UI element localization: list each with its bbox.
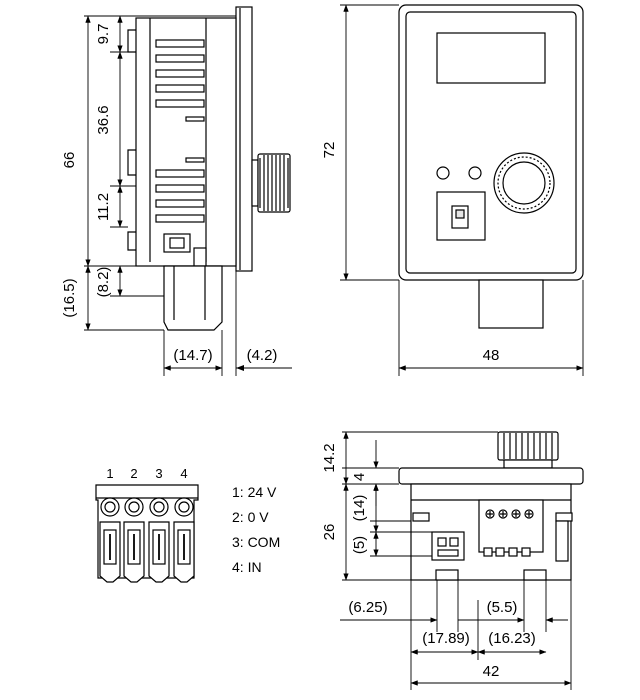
led-1 bbox=[436, 166, 450, 180]
terminal-number-2: 2 bbox=[130, 466, 137, 481]
bottom-terminal-housing bbox=[478, 499, 544, 553]
terminal-number-4: 4 bbox=[180, 466, 187, 481]
dim-8-2: (8.2) bbox=[95, 267, 112, 298]
dim-6-25: (6.25) bbox=[348, 599, 387, 616]
front-connector bbox=[478, 279, 544, 329]
dim-5: (5) bbox=[351, 536, 368, 554]
side-knob bbox=[251, 153, 291, 213]
dim-4-2: (4.2) bbox=[247, 347, 278, 364]
dim-66: 66 bbox=[61, 152, 78, 169]
bottom-knob bbox=[497, 431, 559, 469]
dim-14: (14) bbox=[351, 495, 368, 522]
front-view: 72 48 bbox=[321, 4, 584, 376]
front-knob bbox=[493, 152, 555, 214]
terminal-legend-3: 3: COM bbox=[232, 534, 280, 550]
dim-36-6: 36.6 bbox=[95, 105, 112, 134]
terminal-legend-2: 2: 0 V bbox=[232, 509, 269, 525]
dim-4: 4 bbox=[351, 473, 368, 481]
dim-16-5: (16.5) bbox=[61, 278, 78, 317]
dim-14-2: 14.2 bbox=[321, 443, 338, 472]
bottom-view: 14.2 4 (14) 26 (5) (6.25) (5.5) (17.89) … bbox=[321, 431, 584, 690]
dim-17-89: (17.89) bbox=[422, 630, 470, 647]
dim-16-23: (16.23) bbox=[488, 630, 536, 647]
dim-11-2: 11.2 bbox=[95, 193, 112, 221]
dim-42: 42 bbox=[483, 663, 500, 680]
side-vent-slots bbox=[155, 39, 205, 223]
terminal-legend-1: 1: 24 V bbox=[232, 484, 277, 500]
dim-14-7: (14.7) bbox=[173, 347, 212, 364]
dim-9-7: 9.7 bbox=[95, 24, 112, 45]
side-view: 9.7 36.6 11.2 66 (16.5) (8.2) (14.7) (4.… bbox=[61, 6, 292, 376]
side-connector bbox=[163, 265, 223, 331]
dim-48: 48 bbox=[483, 347, 500, 364]
dim-26: 26 bbox=[321, 524, 338, 541]
display-window bbox=[436, 32, 546, 84]
terminal-number-1: 1 bbox=[106, 466, 113, 481]
led-2 bbox=[468, 166, 482, 180]
terminal-block: 1 2 3 4 1: 24 V 2: 0 V 3: COM 4: I bbox=[95, 466, 280, 583]
terminal-legend-4: 4: IN bbox=[232, 559, 262, 575]
bottom-bezel bbox=[398, 467, 584, 485]
side-bezel bbox=[235, 6, 253, 272]
terminal-number-3: 3 bbox=[155, 466, 162, 481]
dim-72: 72 bbox=[321, 142, 338, 159]
dip-switch bbox=[436, 191, 486, 241]
dim-5-5: (5.5) bbox=[487, 599, 518, 616]
terminal-clamps bbox=[99, 521, 195, 583]
